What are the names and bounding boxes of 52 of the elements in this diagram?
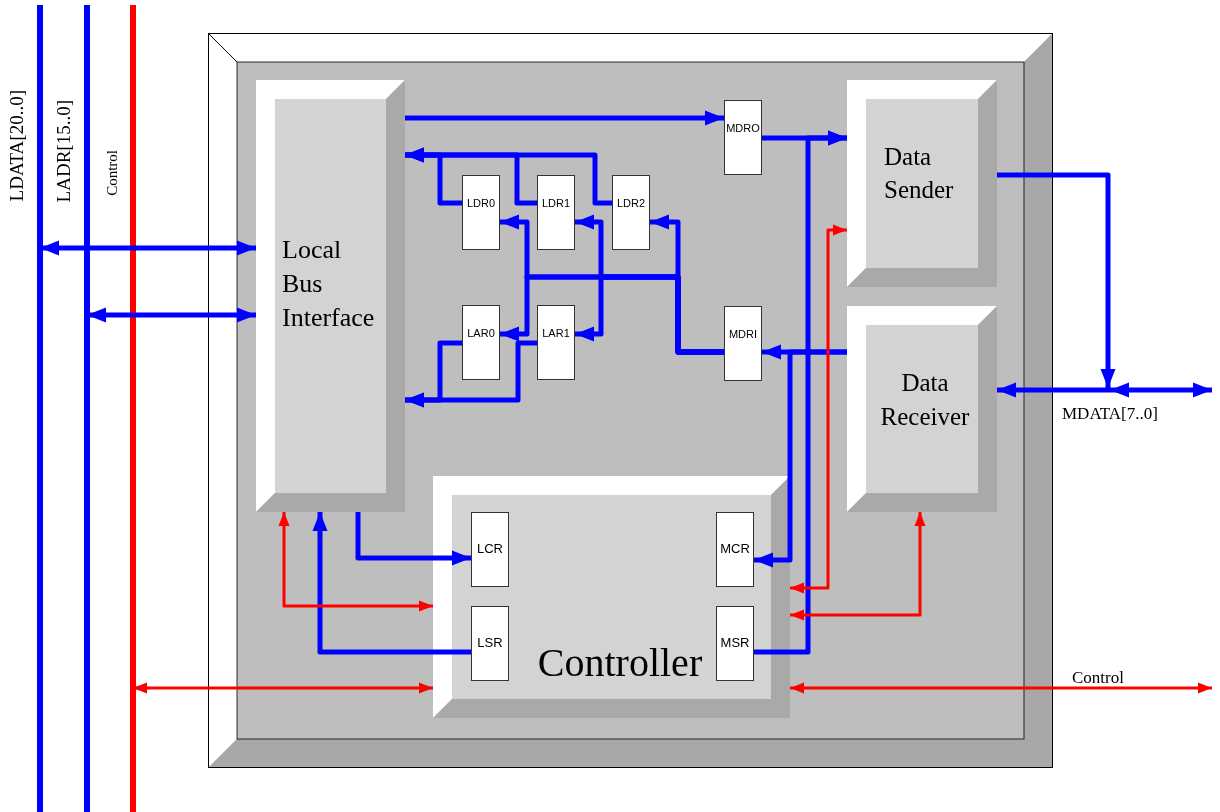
connector-arrow <box>754 349 847 568</box>
block-label: Data Receiver <box>879 368 971 432</box>
register-label: LDR0 <box>465 196 497 210</box>
connector-arrow <box>278 512 433 612</box>
connector-arrow <box>405 340 537 408</box>
register-box <box>612 175 650 250</box>
functional-block <box>433 476 790 718</box>
register-box <box>537 175 575 250</box>
connector-arrow <box>40 240 256 256</box>
register-label: LAR0 <box>466 326 496 340</box>
connector-arrow <box>405 147 612 206</box>
register-label: LAR1 <box>541 326 571 340</box>
connector-arrow <box>355 512 471 566</box>
register-label: MDRO <box>725 121 761 135</box>
register-box <box>716 512 754 587</box>
register-box <box>724 306 762 381</box>
edge-label: MDATA[7..0] <box>1062 405 1158 422</box>
chip-block <box>208 33 1053 768</box>
register-label: LSR <box>476 636 504 650</box>
bus-label: LADR[15..0] <box>54 100 74 203</box>
functional-block <box>847 306 997 512</box>
bus-label: Control <box>104 150 120 196</box>
block-label: Local Bus Interface <box>282 234 376 334</box>
register-label: LDR2 <box>615 196 647 210</box>
functional-block <box>256 80 405 512</box>
connector-arrow <box>997 172 1116 388</box>
block-label: Data Sender <box>884 142 955 205</box>
register-box <box>537 305 575 380</box>
connector-arrow <box>754 130 847 655</box>
register-label: MDRI <box>727 327 759 341</box>
register-label: MCR <box>719 542 751 556</box>
connector-arrow <box>790 512 926 621</box>
connector-arrow <box>997 382 1212 398</box>
bus-label: LDATA[20..0] <box>7 90 27 202</box>
connector-arrow <box>87 307 256 323</box>
connector-arrow <box>575 274 724 355</box>
edge-label: Control <box>1072 669 1124 686</box>
connector-arrow <box>405 110 724 126</box>
connector-arrow <box>790 682 1212 694</box>
register-box <box>724 100 762 175</box>
register-box <box>462 175 500 250</box>
connector-arrow <box>133 682 433 694</box>
functional-block <box>847 80 997 287</box>
register-box <box>471 606 509 681</box>
register-label: LCR <box>476 542 504 556</box>
connector-arrow <box>312 512 471 655</box>
register-box <box>471 512 509 587</box>
connector-arrow <box>790 224 847 594</box>
register-label: MSR <box>719 636 751 650</box>
register-label: LDR1 <box>540 196 572 210</box>
register-box <box>462 305 500 380</box>
register-box <box>716 606 754 681</box>
